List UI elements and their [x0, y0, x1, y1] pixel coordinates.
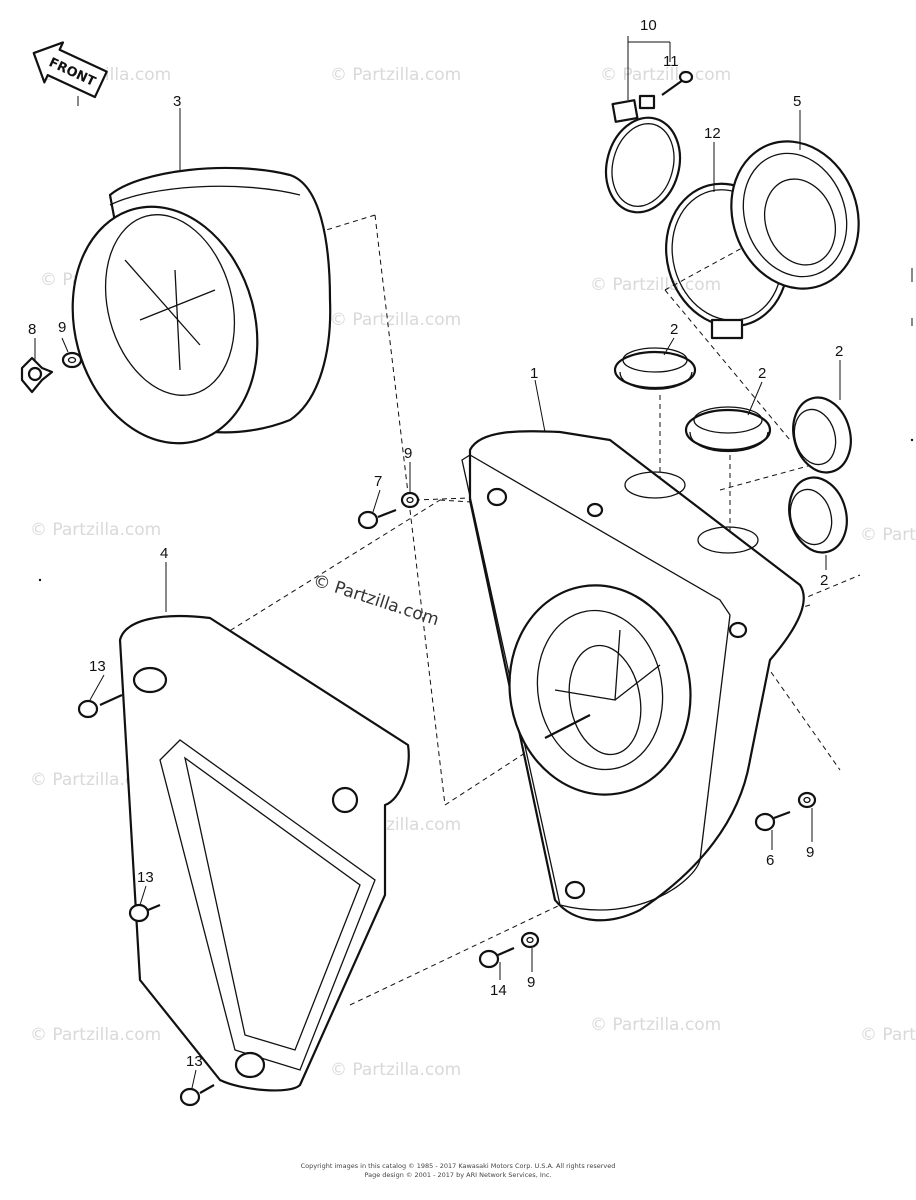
- callout-9: 9: [404, 445, 412, 462]
- callout-14: 14: [490, 982, 507, 999]
- part-14-bolt: [478, 946, 515, 969]
- part-1-air-cleaner-housing: [461, 430, 805, 922]
- watermark-tile: © Partzilla.com: [860, 525, 916, 545]
- callout-9: 9: [58, 319, 66, 336]
- callout-2: 2: [820, 572, 828, 589]
- callout-13: 13: [89, 658, 106, 675]
- callout-11: 11: [663, 53, 679, 70]
- part-5-intake-boot: [730, 140, 860, 290]
- watermark-tile: © Partzilla.com: [590, 1015, 721, 1035]
- part-3-air-filter-element: [71, 166, 332, 445]
- front-arrow-icon: FRONT: [32, 41, 108, 99]
- callout-7: 7: [374, 473, 382, 490]
- callout-8: 8: [28, 321, 36, 338]
- part-13-bolt: [179, 1084, 215, 1107]
- part-2-grommet: [684, 406, 772, 453]
- callout-4: 4: [160, 545, 168, 562]
- part-2-grommet: [792, 396, 852, 474]
- part-9-washer: [61, 351, 83, 369]
- watermark-tile: © Partzilla.com: [860, 1025, 916, 1045]
- part-2-grommet: [788, 476, 848, 554]
- part-6-bolt: [754, 810, 791, 832]
- part-7-bolt: [357, 508, 397, 530]
- part-9-washer: [400, 491, 420, 509]
- callout-13: 13: [137, 869, 154, 886]
- callout-1: 1: [530, 365, 538, 382]
- watermark-tile: © Partzilla.com: [30, 1025, 161, 1045]
- callout-5: 5: [793, 93, 801, 110]
- part-9-washer: [520, 931, 540, 949]
- part-2-grommet: [613, 347, 697, 390]
- callout-13: 13: [186, 1053, 203, 1070]
- callout-12: 12: [704, 125, 721, 142]
- callout-9: 9: [806, 844, 814, 861]
- callout-2: 2: [670, 321, 678, 338]
- callout-2: 2: [835, 343, 843, 360]
- watermark-tile: © Partzilla.com: [590, 275, 721, 295]
- part-13-bolt: [77, 693, 123, 719]
- watermark-tile: © Partzilla.com: [30, 520, 161, 540]
- copyright-line-2: Page design © 2001 - 2017 by ARI Network…: [364, 1171, 551, 1179]
- callout-3: 3: [173, 93, 181, 110]
- scan-marks: [38, 268, 914, 582]
- watermark-primary: © Partzilla.com: [310, 571, 441, 631]
- part-4-side-cover: [118, 615, 410, 1092]
- watermark-tile: © Partzilla.com: [330, 1060, 461, 1080]
- callout-9: 9: [527, 974, 535, 991]
- callout-2: 2: [758, 365, 766, 382]
- watermark-tile: © Partzilla.com: [600, 65, 731, 85]
- part-10-clamp: [604, 94, 682, 214]
- part-11-screw: [661, 70, 694, 96]
- watermark-tile: © Partzilla.com: [330, 310, 461, 330]
- callout-10: 10: [640, 17, 657, 34]
- part-8-wing-nut: [20, 356, 54, 394]
- part-13-bolt: [128, 903, 161, 923]
- part-9-washer: [797, 791, 817, 809]
- callout-numbers: 3 4 1 5 12 10 11 2 2 2 2 7 9 9 8 6 9 14 …: [28, 17, 843, 1070]
- copyright-line-1: Copyright images in this catalog © 1985 …: [301, 1162, 616, 1170]
- callout-leaders: [34, 36, 841, 1089]
- watermark-tile: © Partzilla.com: [330, 65, 461, 85]
- callout-6: 6: [766, 852, 774, 869]
